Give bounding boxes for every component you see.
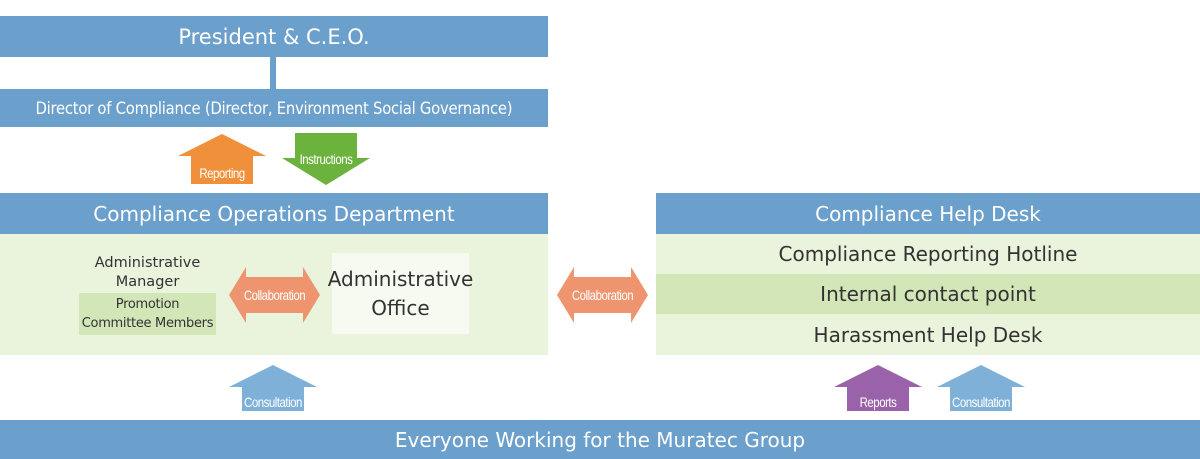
director-box: Director of Compliance (Director, Enviro… xyxy=(0,89,548,127)
helpdesk-item: Internal contact point xyxy=(656,274,1200,314)
president-label: President & C.E.O. xyxy=(178,24,370,49)
instructions-arrow: Instructions xyxy=(282,133,370,185)
helpdesk-item: Harassment Help Desk xyxy=(656,314,1200,355)
members-line1: Promotion xyxy=(115,297,180,312)
operations-title: Compliance Operations Department xyxy=(93,201,455,226)
president-box: President & C.E.O. xyxy=(0,16,548,57)
promotion-committee-box: Promotion Committee Members xyxy=(79,293,216,335)
administrative-office-box: Administrative Office xyxy=(328,253,473,334)
internal-contact-label: Internal contact point xyxy=(820,282,1036,306)
helpdesk-item: Compliance Reporting Hotline xyxy=(656,234,1200,274)
collaboration-arrow-inner: Collaboration xyxy=(229,267,320,323)
manager-line2: Manager xyxy=(115,274,180,290)
members-line2: Committee Members xyxy=(81,316,214,331)
harassment-helpdesk-label: Harassment Help Desk xyxy=(813,322,1043,347)
administrative-manager-box: Administrative Manager xyxy=(79,253,216,293)
manager-line1: Administrative xyxy=(94,255,201,271)
consultation-right-label: Consultation xyxy=(952,394,1010,410)
operations-header: Compliance Operations Department xyxy=(0,193,548,234)
bottom-label: Everyone Working for the Muratec Group xyxy=(394,427,806,452)
president-director-connector xyxy=(270,57,276,89)
reporting-hotline-label: Compliance Reporting Hotline xyxy=(778,242,1078,266)
reporting-label: Reporting xyxy=(199,165,245,181)
consultation-left-label: Consultation xyxy=(244,394,302,410)
bottom-group-box: Everyone Working for the Muratec Group xyxy=(0,420,1200,459)
collaboration-inner-label: Collaboration xyxy=(243,287,306,303)
instructions-label: Instructions xyxy=(299,151,353,167)
reports-label: Reports xyxy=(859,394,897,410)
consultation-arrow-left: Consultation xyxy=(229,365,317,411)
collaboration-arrow-outer: Collaboration xyxy=(557,267,648,323)
reports-arrow: Reports xyxy=(834,365,922,411)
office-line2: Office xyxy=(371,295,430,320)
office-line1: Administrative xyxy=(327,266,474,291)
helpdesk-title: Compliance Help Desk xyxy=(815,201,1041,226)
helpdesk-header: Compliance Help Desk xyxy=(656,193,1200,234)
reporting-arrow: Reporting xyxy=(178,134,266,184)
consultation-arrow-right: Consultation xyxy=(937,365,1025,411)
director-label: Director of Compliance (Director, Enviro… xyxy=(35,98,513,118)
collaboration-outer-label: Collaboration xyxy=(571,287,634,303)
